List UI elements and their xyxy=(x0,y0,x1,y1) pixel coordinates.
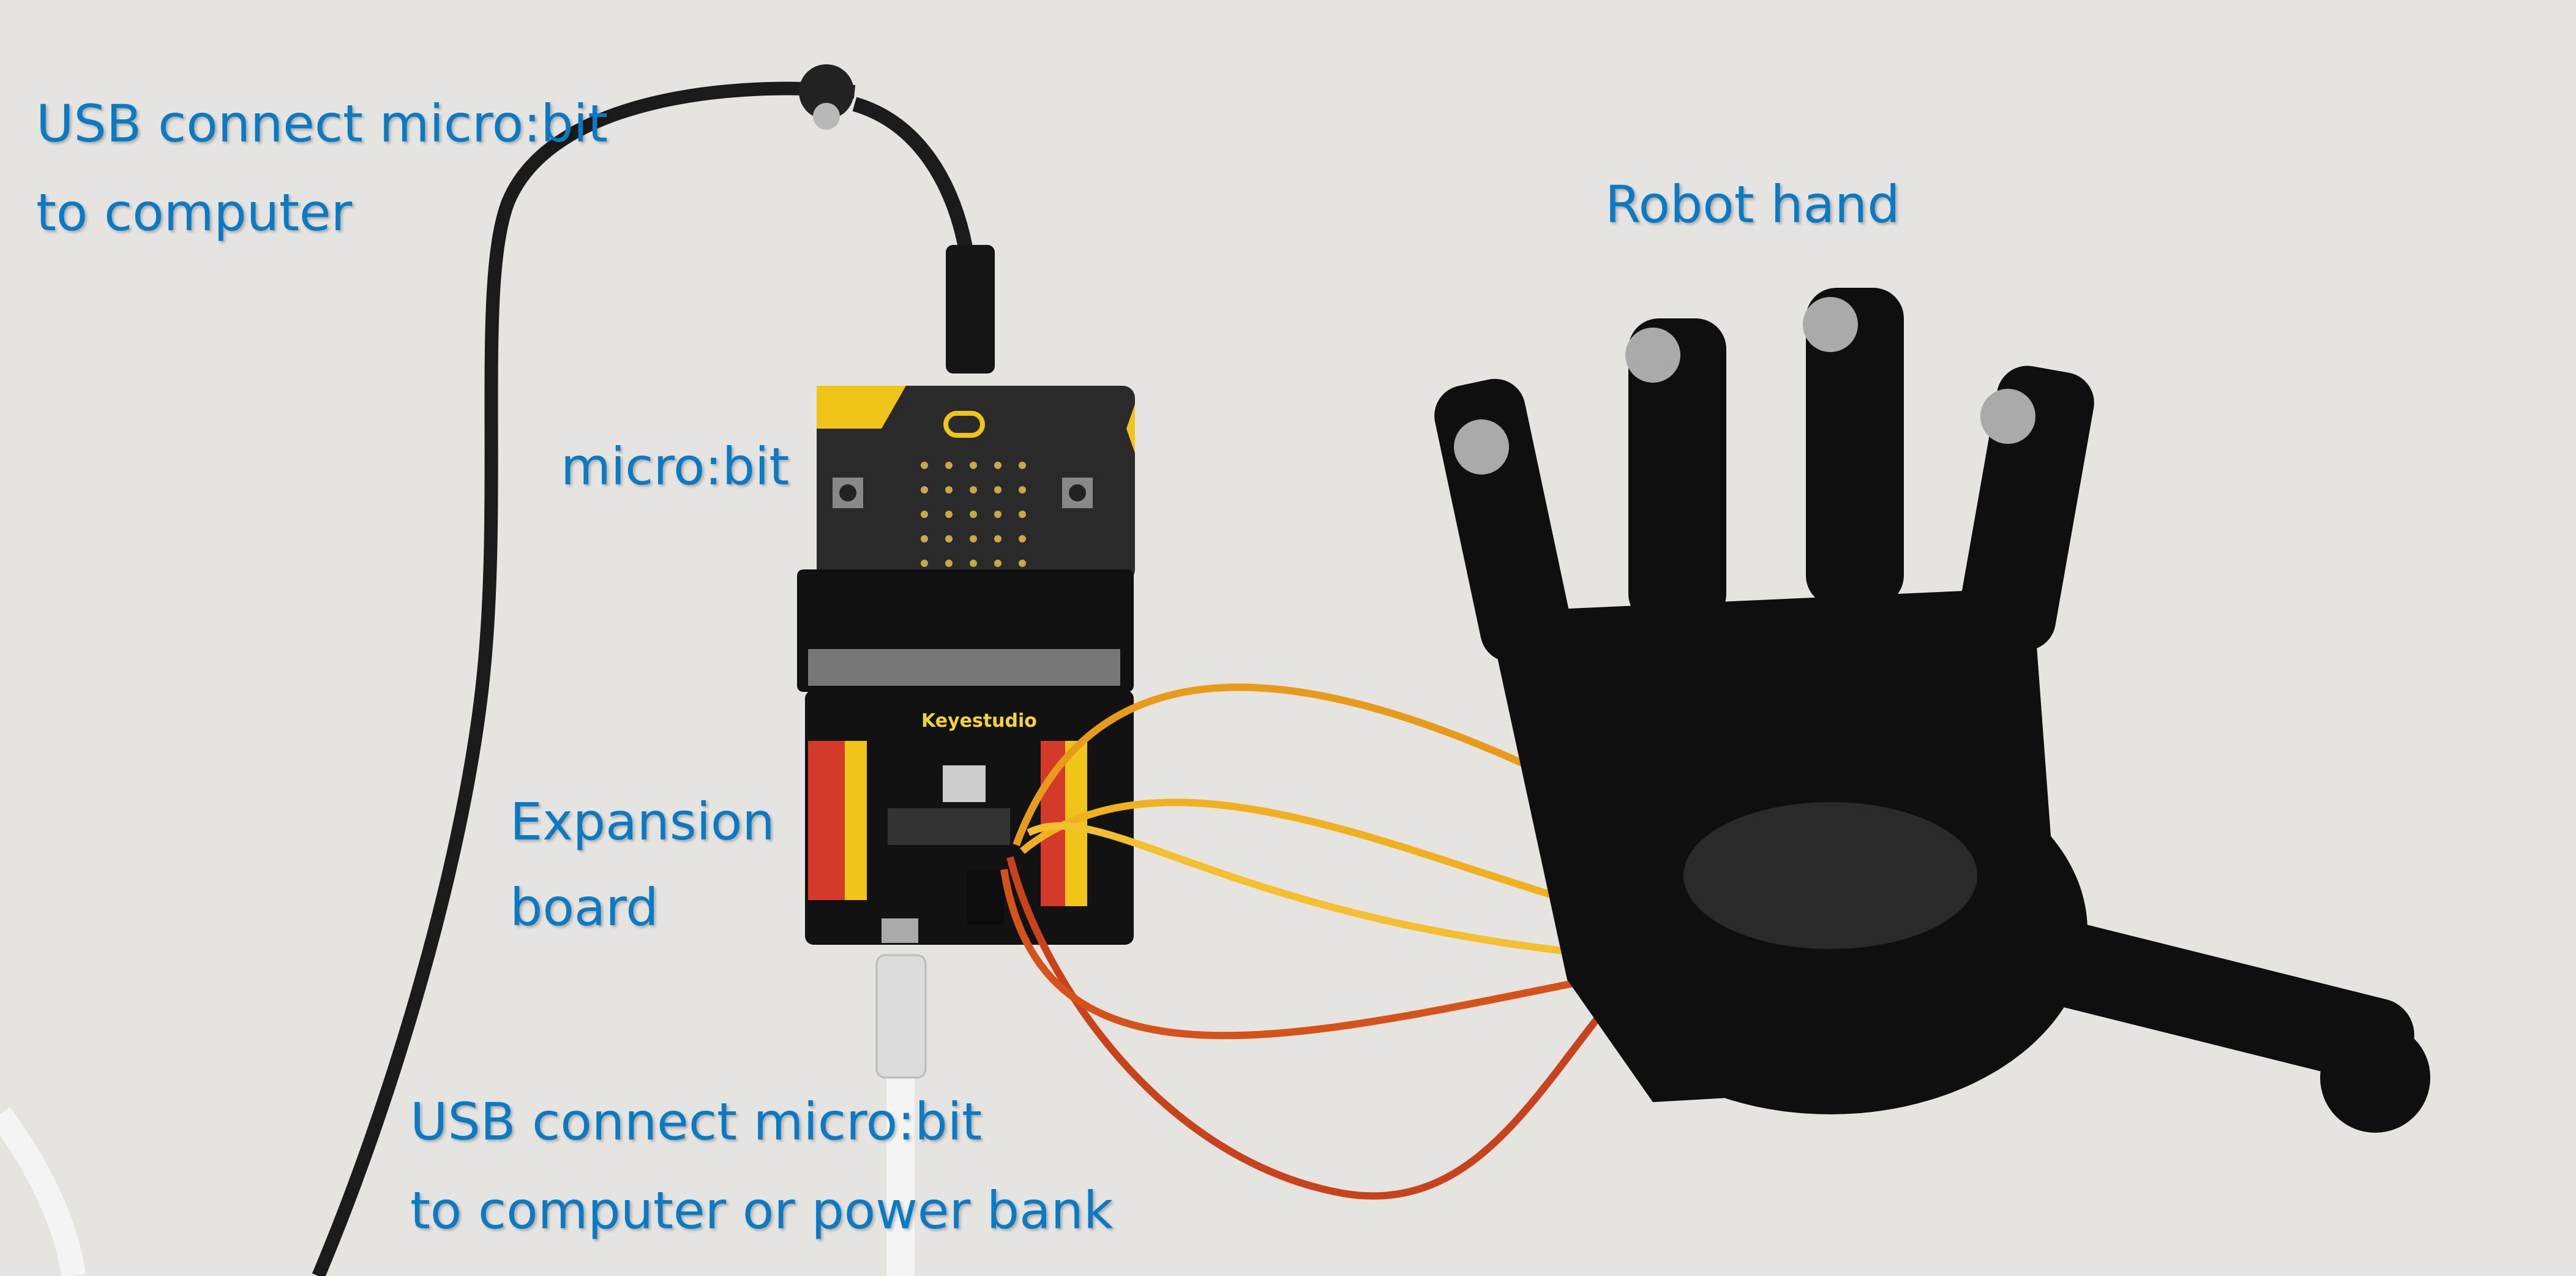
label-usb-bottom-line1: USB connect micro:bit xyxy=(410,1092,983,1152)
usb-plug-white xyxy=(875,954,927,1079)
robot-hand xyxy=(1434,288,2430,1133)
board-brand-text: Keyestudio xyxy=(921,710,1037,732)
expansion-board xyxy=(805,690,1134,945)
usb-plug-connector xyxy=(946,245,995,373)
label-usb-bottom-line2: to computer or power bank xyxy=(410,1180,1114,1240)
label-expansion-line2: board xyxy=(510,877,659,937)
servo-wires xyxy=(1000,683,1607,1200)
label-robot-hand: Robot hand xyxy=(1605,175,1900,235)
usb-plug-top xyxy=(799,64,854,119)
led-matrix xyxy=(921,462,1026,567)
usb-cable-black-top xyxy=(852,97,978,368)
label-usb-top-line1: USB connect micro:bit xyxy=(36,94,608,154)
label-usb-top-line2: to computer xyxy=(36,182,353,242)
label-microbit: micro:bit xyxy=(561,437,790,497)
usb-cable-black xyxy=(312,81,856,1276)
label-expansion-line1: Expansion xyxy=(510,792,775,852)
microbit-board xyxy=(817,386,1135,582)
